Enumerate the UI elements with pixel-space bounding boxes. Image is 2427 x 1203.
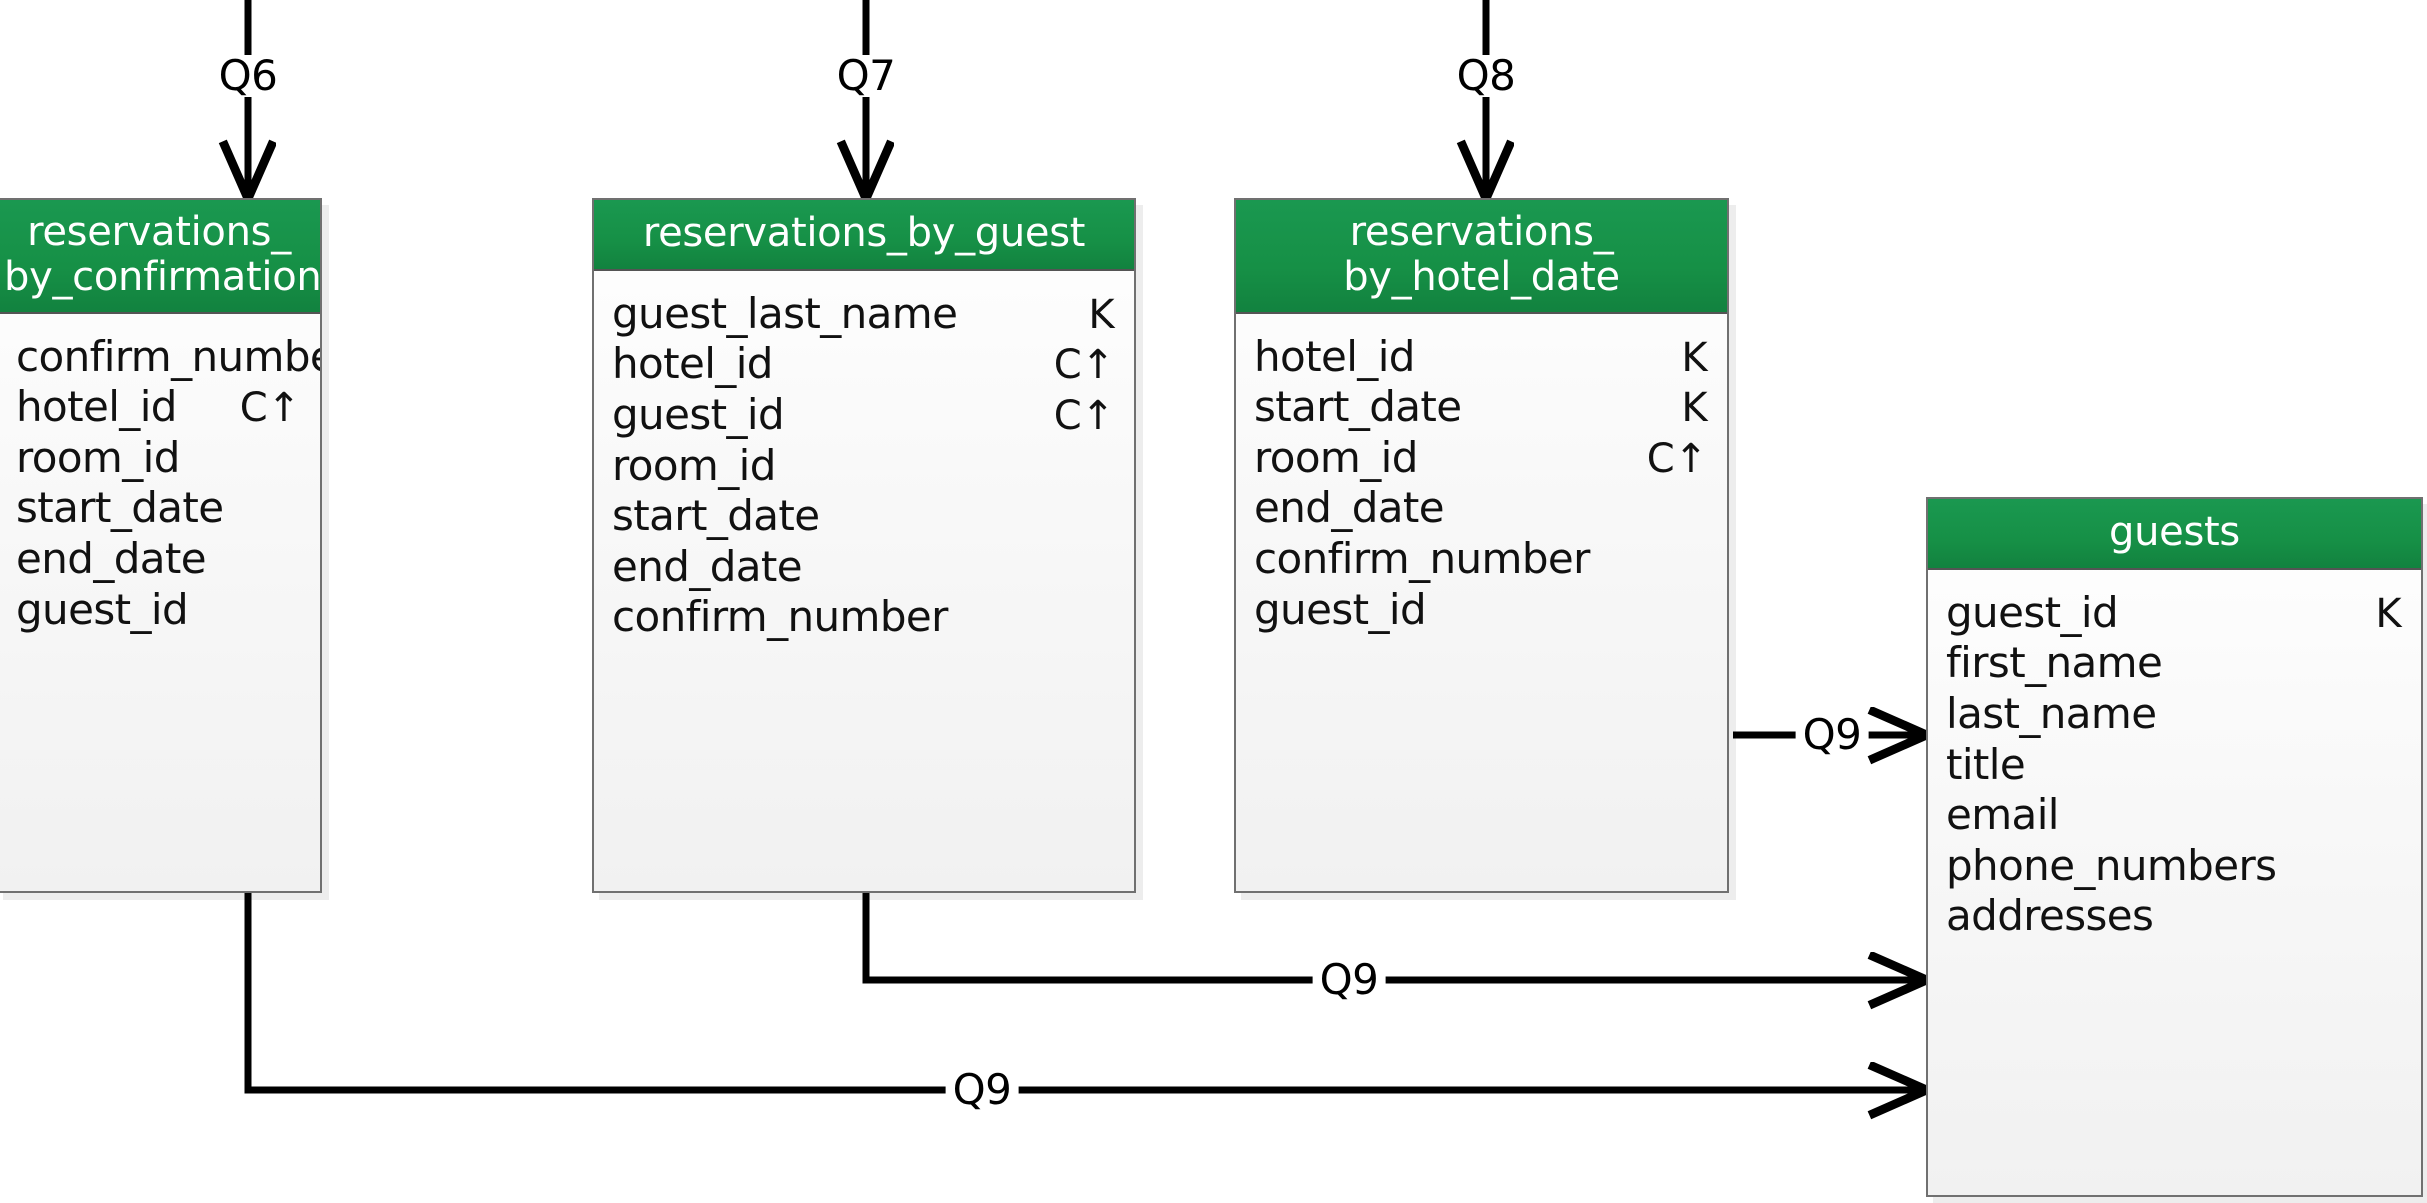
field-row: first_name: [1946, 638, 2163, 688]
field-row: email: [1946, 790, 2059, 840]
field-row: confirm_number: [612, 592, 948, 642]
field-row: room_id: [612, 440, 776, 490]
edge-label-q9-confirmation: Q9: [945, 1069, 1019, 1111]
field-row: end_date: [612, 541, 803, 591]
field-row: end_date: [16, 534, 207, 584]
table-reservations-by-confirmation[interactable]: reservations_ by_confirmation confirm_nu…: [0, 198, 322, 893]
field-row: guest_id K: [1946, 587, 2402, 637]
table-header-reservations-by-hotel-date: reservations_ by_hotel_date: [1236, 200, 1727, 314]
field-row: confirm_number K: [16, 331, 322, 381]
edge-label-q8: Q8: [1449, 55, 1523, 97]
field-row: guest_id C↑: [612, 390, 1115, 440]
table-header-reservations-by-confirmation: reservations_ by_confirmation: [0, 200, 320, 314]
field-row: hotel_id K: [1254, 331, 1708, 381]
field-row: phone_numbers: [1946, 840, 2277, 890]
edge-label-q6: Q6: [211, 55, 285, 97]
field-row: guest_id: [1254, 584, 1427, 634]
field-row: addresses: [1946, 891, 2154, 941]
field-row: end_date: [1254, 483, 1445, 533]
field-row: title: [1946, 739, 2026, 789]
edge-label-q7: Q7: [829, 55, 903, 97]
field-row: start_date: [16, 483, 224, 533]
edge-label-q9-hotel-date: Q9: [1795, 714, 1869, 756]
field-row: guest_id: [16, 584, 189, 634]
field-row: start_date: [612, 491, 820, 541]
table-reservations-by-guest[interactable]: reservations_by_guest guest_last_name K …: [592, 198, 1136, 893]
field-list: hotel_id K start_date K room_id C↑ end_d…: [1236, 314, 1727, 646]
edge-label-q9-guest: Q9: [1312, 959, 1386, 1001]
table-header-guests: guests: [1928, 499, 2421, 570]
field-row: last_name: [1946, 689, 2157, 739]
field-row: guest_last_name K: [612, 288, 1115, 338]
field-row: hotel_id C↑: [16, 382, 301, 432]
table-guests[interactable]: guests guest_id K first_name last_name t…: [1926, 497, 2423, 1197]
field-list: guest_last_name K hotel_id C↑ guest_id C…: [594, 271, 1134, 653]
field-row: confirm_number: [1254, 534, 1590, 584]
table-reservations-by-hotel-date[interactable]: reservations_ by_hotel_date hotel_id K s…: [1234, 198, 1729, 893]
field-row: room_id C↑: [1254, 432, 1708, 482]
edge-q9-confirmation: [244, 893, 1924, 1090]
field-row: room_id: [16, 432, 180, 482]
field-list: confirm_number K hotel_id C↑ room_id sta…: [0, 314, 320, 646]
field-row: hotel_id C↑: [612, 339, 1115, 389]
field-list: guest_id K first_name last_name title em…: [1928, 570, 2421, 952]
field-row: start_date K: [1254, 382, 1708, 432]
edge-q9-guest: [862, 893, 1924, 980]
table-header-reservations-by-guest: reservations_by_guest: [594, 200, 1134, 271]
